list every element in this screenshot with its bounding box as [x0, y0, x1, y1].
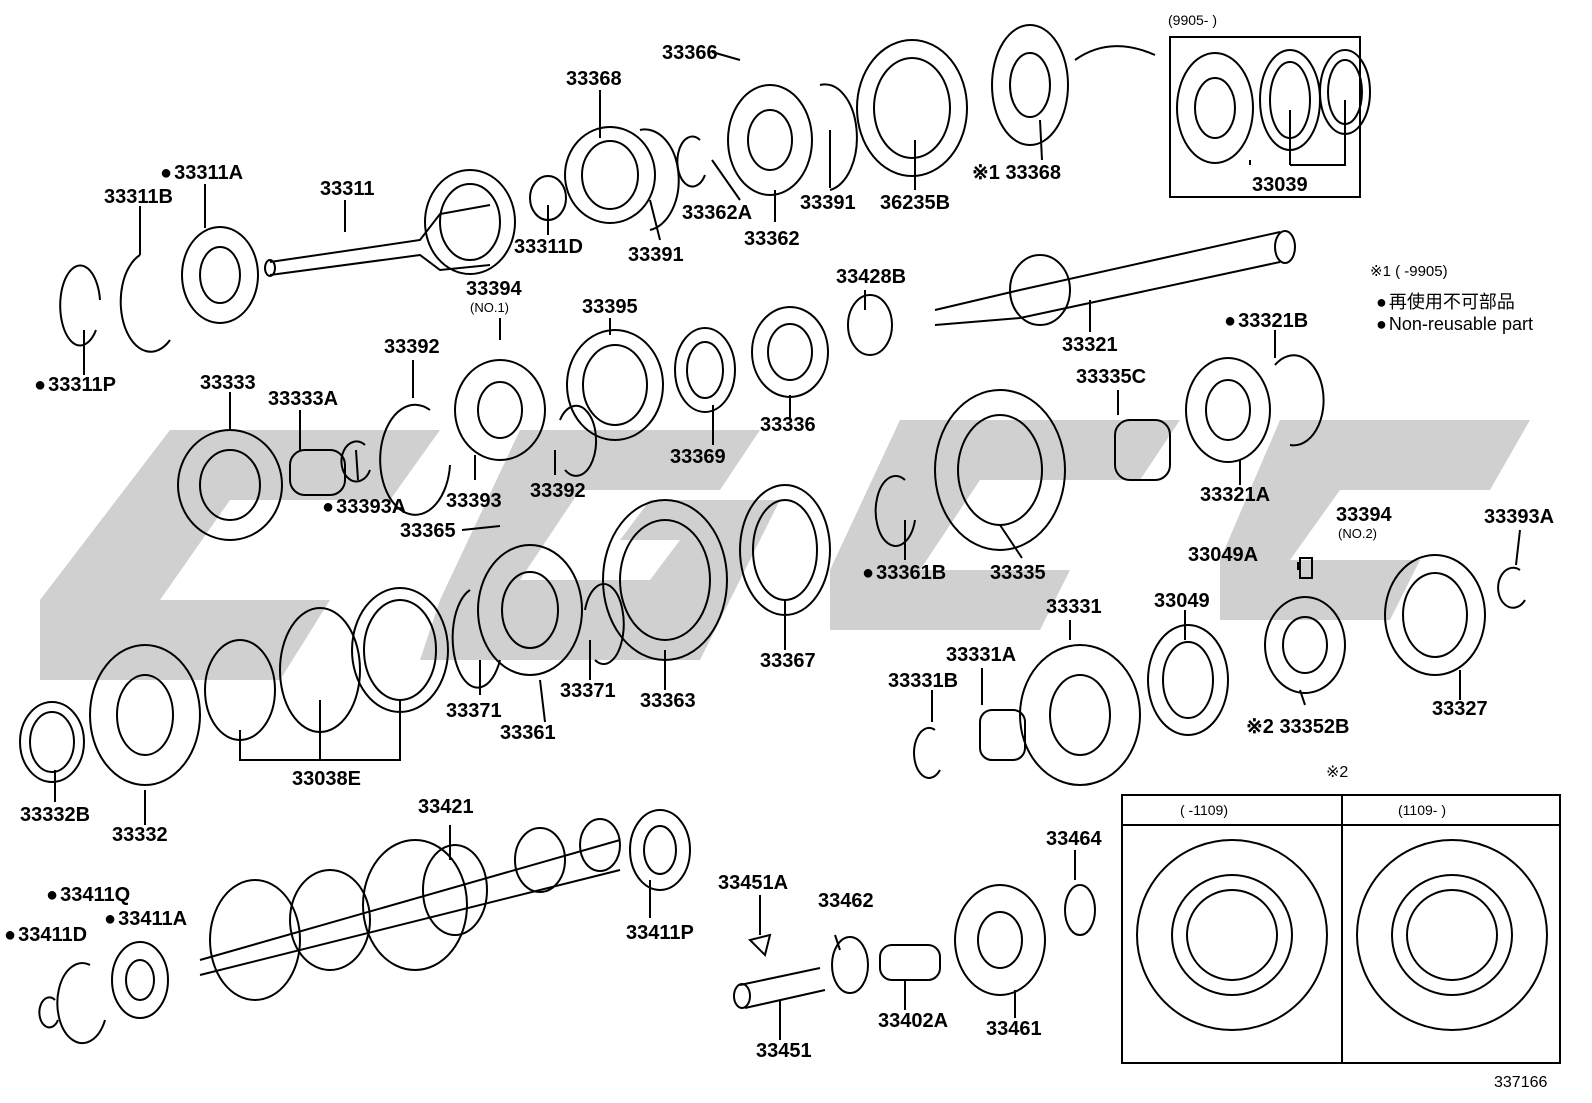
part-33428B: 33428B — [836, 266, 907, 288]
part-33362A: 33362A — [682, 202, 753, 224]
part-33393A-a: 33393A — [322, 496, 406, 518]
part-33368-note1: ※1 33368 — [972, 162, 1062, 184]
part-33331B: 33331B — [888, 670, 959, 692]
part-33311B: 33311B — [104, 186, 173, 208]
part-33411Q: 33411Q — [46, 884, 130, 906]
part-33333: 33333 — [200, 372, 256, 394]
part-33421: 33421 — [418, 796, 474, 818]
part-33331A: 33331A — [946, 644, 1017, 666]
part-33371-b: 33371 — [560, 680, 616, 702]
inset-9905-label: (9905- ) — [1168, 12, 1218, 28]
part-33411A: 33411A — [104, 908, 187, 930]
part-33369: 33369 — [670, 446, 726, 468]
note-non-reusable-jp: 再使用不可部品 — [1376, 288, 1515, 314]
part-33335C: 33335C — [1076, 366, 1147, 388]
part-33332: 33332 — [112, 824, 168, 846]
part-33336: 33336 — [760, 414, 816, 436]
note2-mark: ※2 — [1326, 764, 1349, 781]
part-33371-a: 33371 — [446, 700, 502, 722]
part-33402A: 33402A — [878, 1010, 949, 1032]
part-33366: 33366 — [662, 42, 718, 64]
part-33391-b: 33391 — [800, 192, 856, 214]
part-36235B: 36235B — [880, 192, 951, 214]
part-33367: 33367 — [760, 650, 816, 672]
part-33038E: 33038E — [292, 768, 361, 790]
part-33365: 33365 — [400, 520, 456, 542]
part-33333A: 33333A — [268, 388, 339, 410]
note-non-reusable-en: Non-reusable part — [1376, 314, 1533, 335]
part-33411P: 33411P — [626, 922, 694, 944]
part-33049A: 33049A — [1188, 544, 1259, 566]
part-33393A-b: 33393A — [1484, 506, 1555, 528]
part-33331: 33331 — [1046, 596, 1102, 618]
part-33392-b: 33392 — [530, 480, 586, 502]
part-33352B: ※2 33352B — [1246, 716, 1350, 738]
part-33391-a: 33391 — [628, 244, 684, 266]
part-33394-no2: 33394 — [1336, 504, 1392, 526]
part-33362: 33362 — [744, 228, 800, 250]
part-33335: 33335 — [990, 562, 1046, 584]
inset-1109-left-label: ( -1109) — [1180, 802, 1228, 818]
part-33311A: 33311A — [160, 162, 243, 184]
part-33451A: 33451A — [718, 872, 789, 894]
part-33368-top: 33368 — [566, 68, 622, 90]
part-33395: 33395 — [582, 296, 638, 318]
part-33311: 33311 — [320, 178, 375, 200]
part-33311D: 33311D — [514, 236, 583, 258]
part-33321B: 33321B — [1224, 310, 1308, 332]
inset-1109-right-label: (1109- ) — [1398, 802, 1446, 818]
part-33039: 33039 — [1252, 174, 1308, 196]
part-33464: 33464 — [1046, 828, 1102, 850]
part-33411D: 33411D — [4, 924, 87, 946]
part-33394-no1: 33394 — [466, 278, 522, 300]
part-33451: 33451 — [756, 1040, 812, 1062]
note1-label: ※1 ( -9905) — [1370, 263, 1448, 280]
part-33394-no1-sub: (NO.1) — [470, 300, 509, 315]
part-33321A: 33321A — [1200, 484, 1271, 506]
part-33327: 33327 — [1432, 698, 1488, 720]
part-33361: 33361 — [500, 722, 556, 744]
part-33361B: 33361B — [862, 562, 946, 584]
part-33311P: 33311P — [34, 374, 116, 396]
part-33049: 33049 — [1154, 590, 1210, 612]
part-33462: 33462 — [818, 890, 874, 912]
part-33363: 33363 — [640, 690, 696, 712]
figure-id: 337166 — [1494, 1074, 1548, 1091]
part-33321: 33321 — [1062, 334, 1118, 356]
part-33393: 33393 — [446, 490, 502, 512]
part-33332B: 33332B — [20, 804, 91, 826]
part-33461: 33461 — [986, 1018, 1042, 1040]
part-33394-no2-sub: (NO.2) — [1338, 526, 1377, 541]
part-33392-a: 33392 — [384, 336, 440, 358]
